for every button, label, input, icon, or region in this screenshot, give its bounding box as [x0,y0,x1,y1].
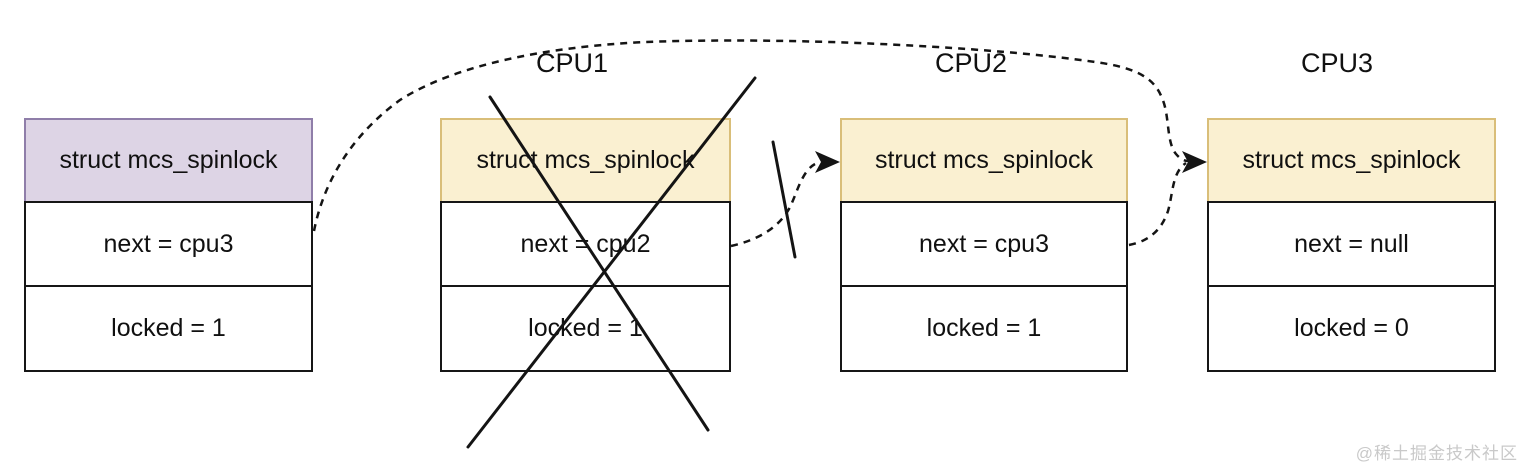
watermark-text: @稀土掘金技术社区 [1355,444,1518,463]
mcs-node-head: struct mcs_spinlock next = cpu3 locked =… [24,118,313,372]
mcs-node-cpu3: struct mcs_spinlock next = null locked =… [1207,118,1496,372]
node-locked-field: locked = 1 [24,285,313,372]
broken-link-slash [771,140,797,259]
arrowhead-into-cpu3-node [1182,151,1207,173]
cpu3-label: CPU3 [1300,48,1374,78]
link-arc-node3-next-to-cpu3-node [1128,161,1187,247]
node-title: struct mcs_spinlock [840,118,1128,203]
node-locked-field: locked = 1 [440,285,731,372]
mcs-node-cpu1: struct mcs_spinlock next = cpu2 locked =… [440,118,731,372]
node-locked-field: locked = 0 [1207,285,1496,372]
node-title: struct mcs_spinlock [24,118,313,203]
node-next-field: next = cpu3 [24,201,313,287]
node-title: struct mcs_spinlock [1207,118,1496,203]
node-next-field: next = cpu3 [840,201,1128,287]
node-title: struct mcs_spinlock [440,118,731,203]
arrowhead-into-cpu2-node [815,151,840,173]
cpu1-label: CPU1 [535,48,609,78]
mcs-node-cpu2: struct mcs_spinlock next = cpu3 locked =… [840,118,1128,372]
cpu2-label: CPU2 [934,48,1008,78]
link-arc-node2-next-to-cpu2-node [730,162,816,248]
node-next-field: next = cpu2 [440,201,731,287]
node-next-field: next = null [1207,201,1496,287]
node-locked-field: locked = 1 [840,285,1128,372]
